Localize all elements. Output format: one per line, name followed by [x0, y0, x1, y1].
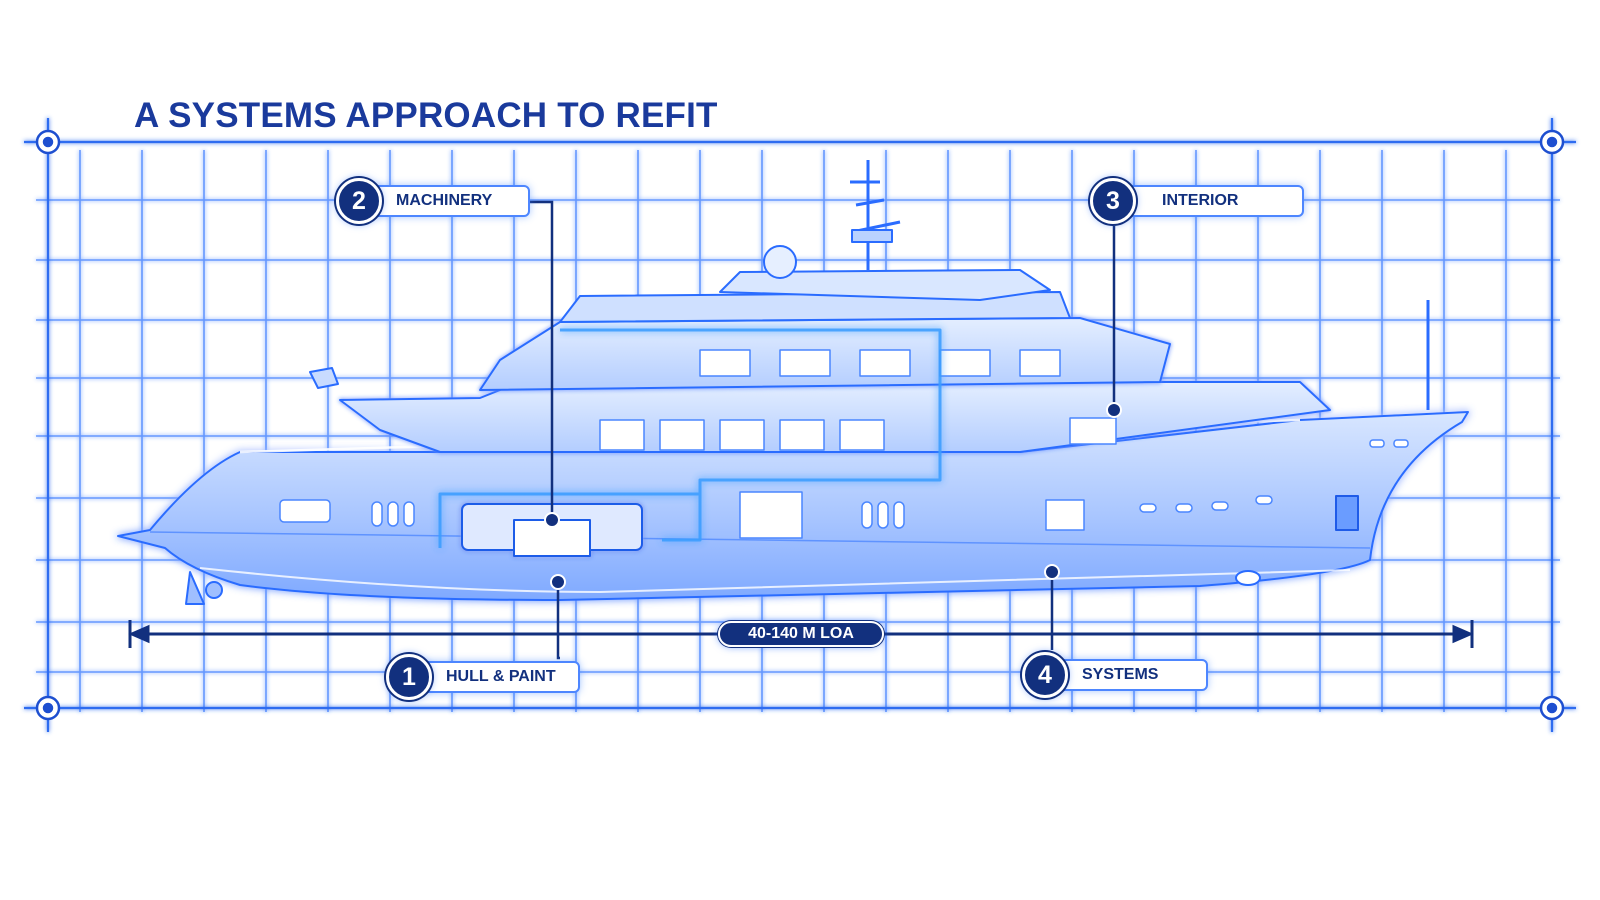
callout-hull-paint: 1 HULL & PAINT	[386, 652, 580, 702]
callout-number: 1	[386, 654, 432, 700]
callout-number: 4	[1022, 652, 1068, 698]
callout-machinery: 2 MACHINERY	[336, 176, 530, 226]
callout-number: 3	[1090, 178, 1136, 224]
callout-interior: 3 INTERIOR	[1090, 176, 1304, 226]
yacht-profile-illustration	[117, 160, 1469, 605]
page-title: A SYSTEMS APPROACH TO REFIT	[134, 96, 718, 135]
callout-number: 2	[336, 178, 382, 224]
callout-systems: 4 SYSTEMS	[1022, 650, 1208, 700]
registration-mark-icon	[35, 129, 1565, 721]
callout-label: MACHINERY	[372, 185, 530, 217]
callout-label: HULL & PAINT	[422, 661, 580, 693]
frame-lines	[24, 118, 1576, 732]
callout-label: INTERIOR	[1126, 185, 1304, 217]
callout-label: SYSTEMS	[1058, 659, 1208, 691]
leader-lines	[522, 200, 1116, 660]
leader-dots	[544, 402, 1122, 590]
loa-dimension-label: 40-140 M LOA	[718, 621, 884, 647]
